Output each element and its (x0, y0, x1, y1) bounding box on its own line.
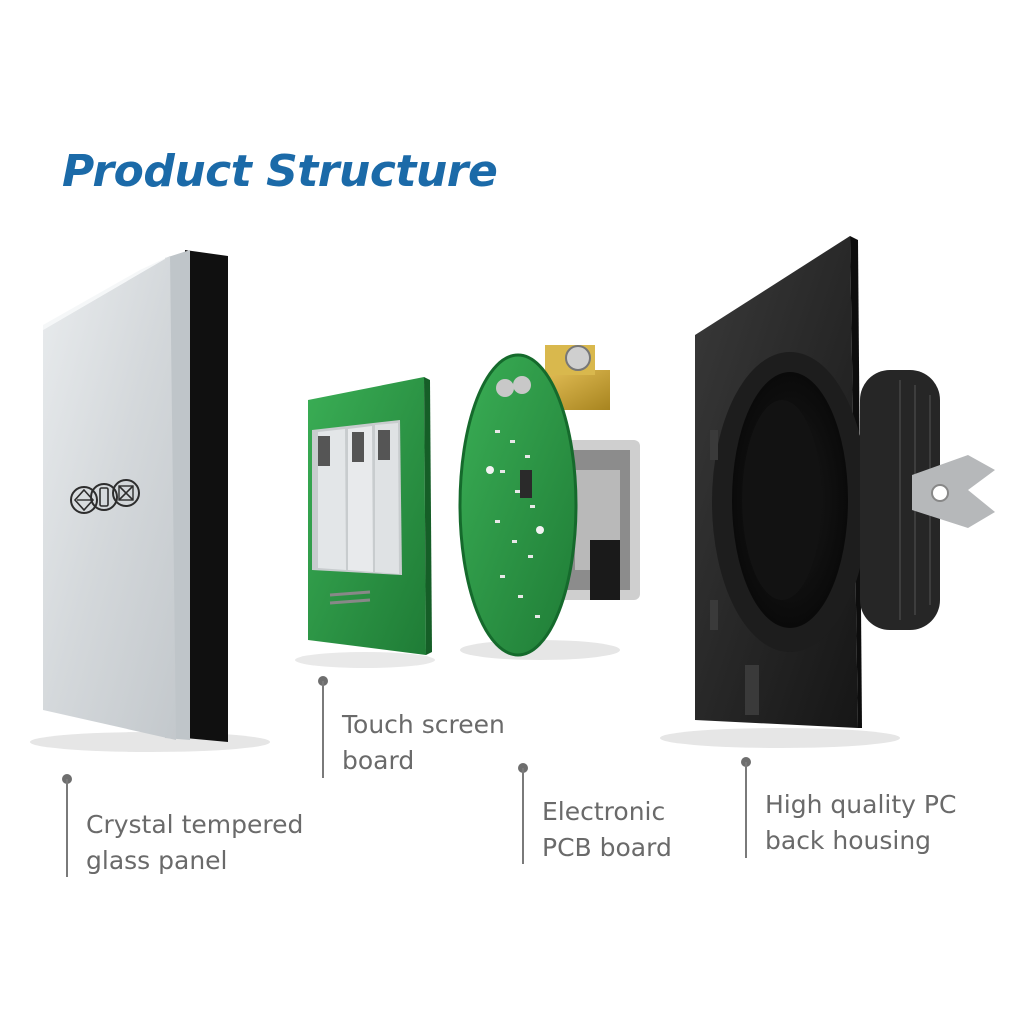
label-back-housing-line1: High quality PC (765, 790, 957, 819)
page-title: Product Structure (62, 146, 498, 197)
pcb-board (458, 345, 640, 660)
label-touch-screen-board: Touch screen board (342, 707, 505, 779)
glass-panel (30, 250, 270, 752)
label-back-housing: High quality PC back housing (765, 787, 956, 859)
label-back-housing-line2: back housing (765, 826, 932, 855)
callout-line (745, 762, 747, 858)
label-glass-panel-line1: Crystal tempered (86, 810, 304, 839)
label-glass-panel: Crystal tempered glass panel (86, 807, 303, 879)
touch-screen-board (295, 377, 435, 668)
label-pcb-board-line1: Electronic (542, 797, 666, 826)
close-icon (112, 479, 140, 507)
up-arrow-icon (70, 486, 98, 514)
callout-line (66, 779, 68, 877)
back-housing (660, 236, 995, 748)
callout-line (322, 681, 324, 778)
label-touch-screen-board-line1: Touch screen (342, 710, 505, 739)
label-pcb-board: Electronic PCB board (542, 794, 672, 866)
label-glass-panel-line2: glass panel (86, 846, 228, 875)
label-pcb-board-line2: PCB board (542, 833, 672, 862)
callout-line (522, 768, 524, 864)
stop-icon (90, 483, 118, 511)
label-touch-screen-board-line2: board (342, 746, 415, 775)
